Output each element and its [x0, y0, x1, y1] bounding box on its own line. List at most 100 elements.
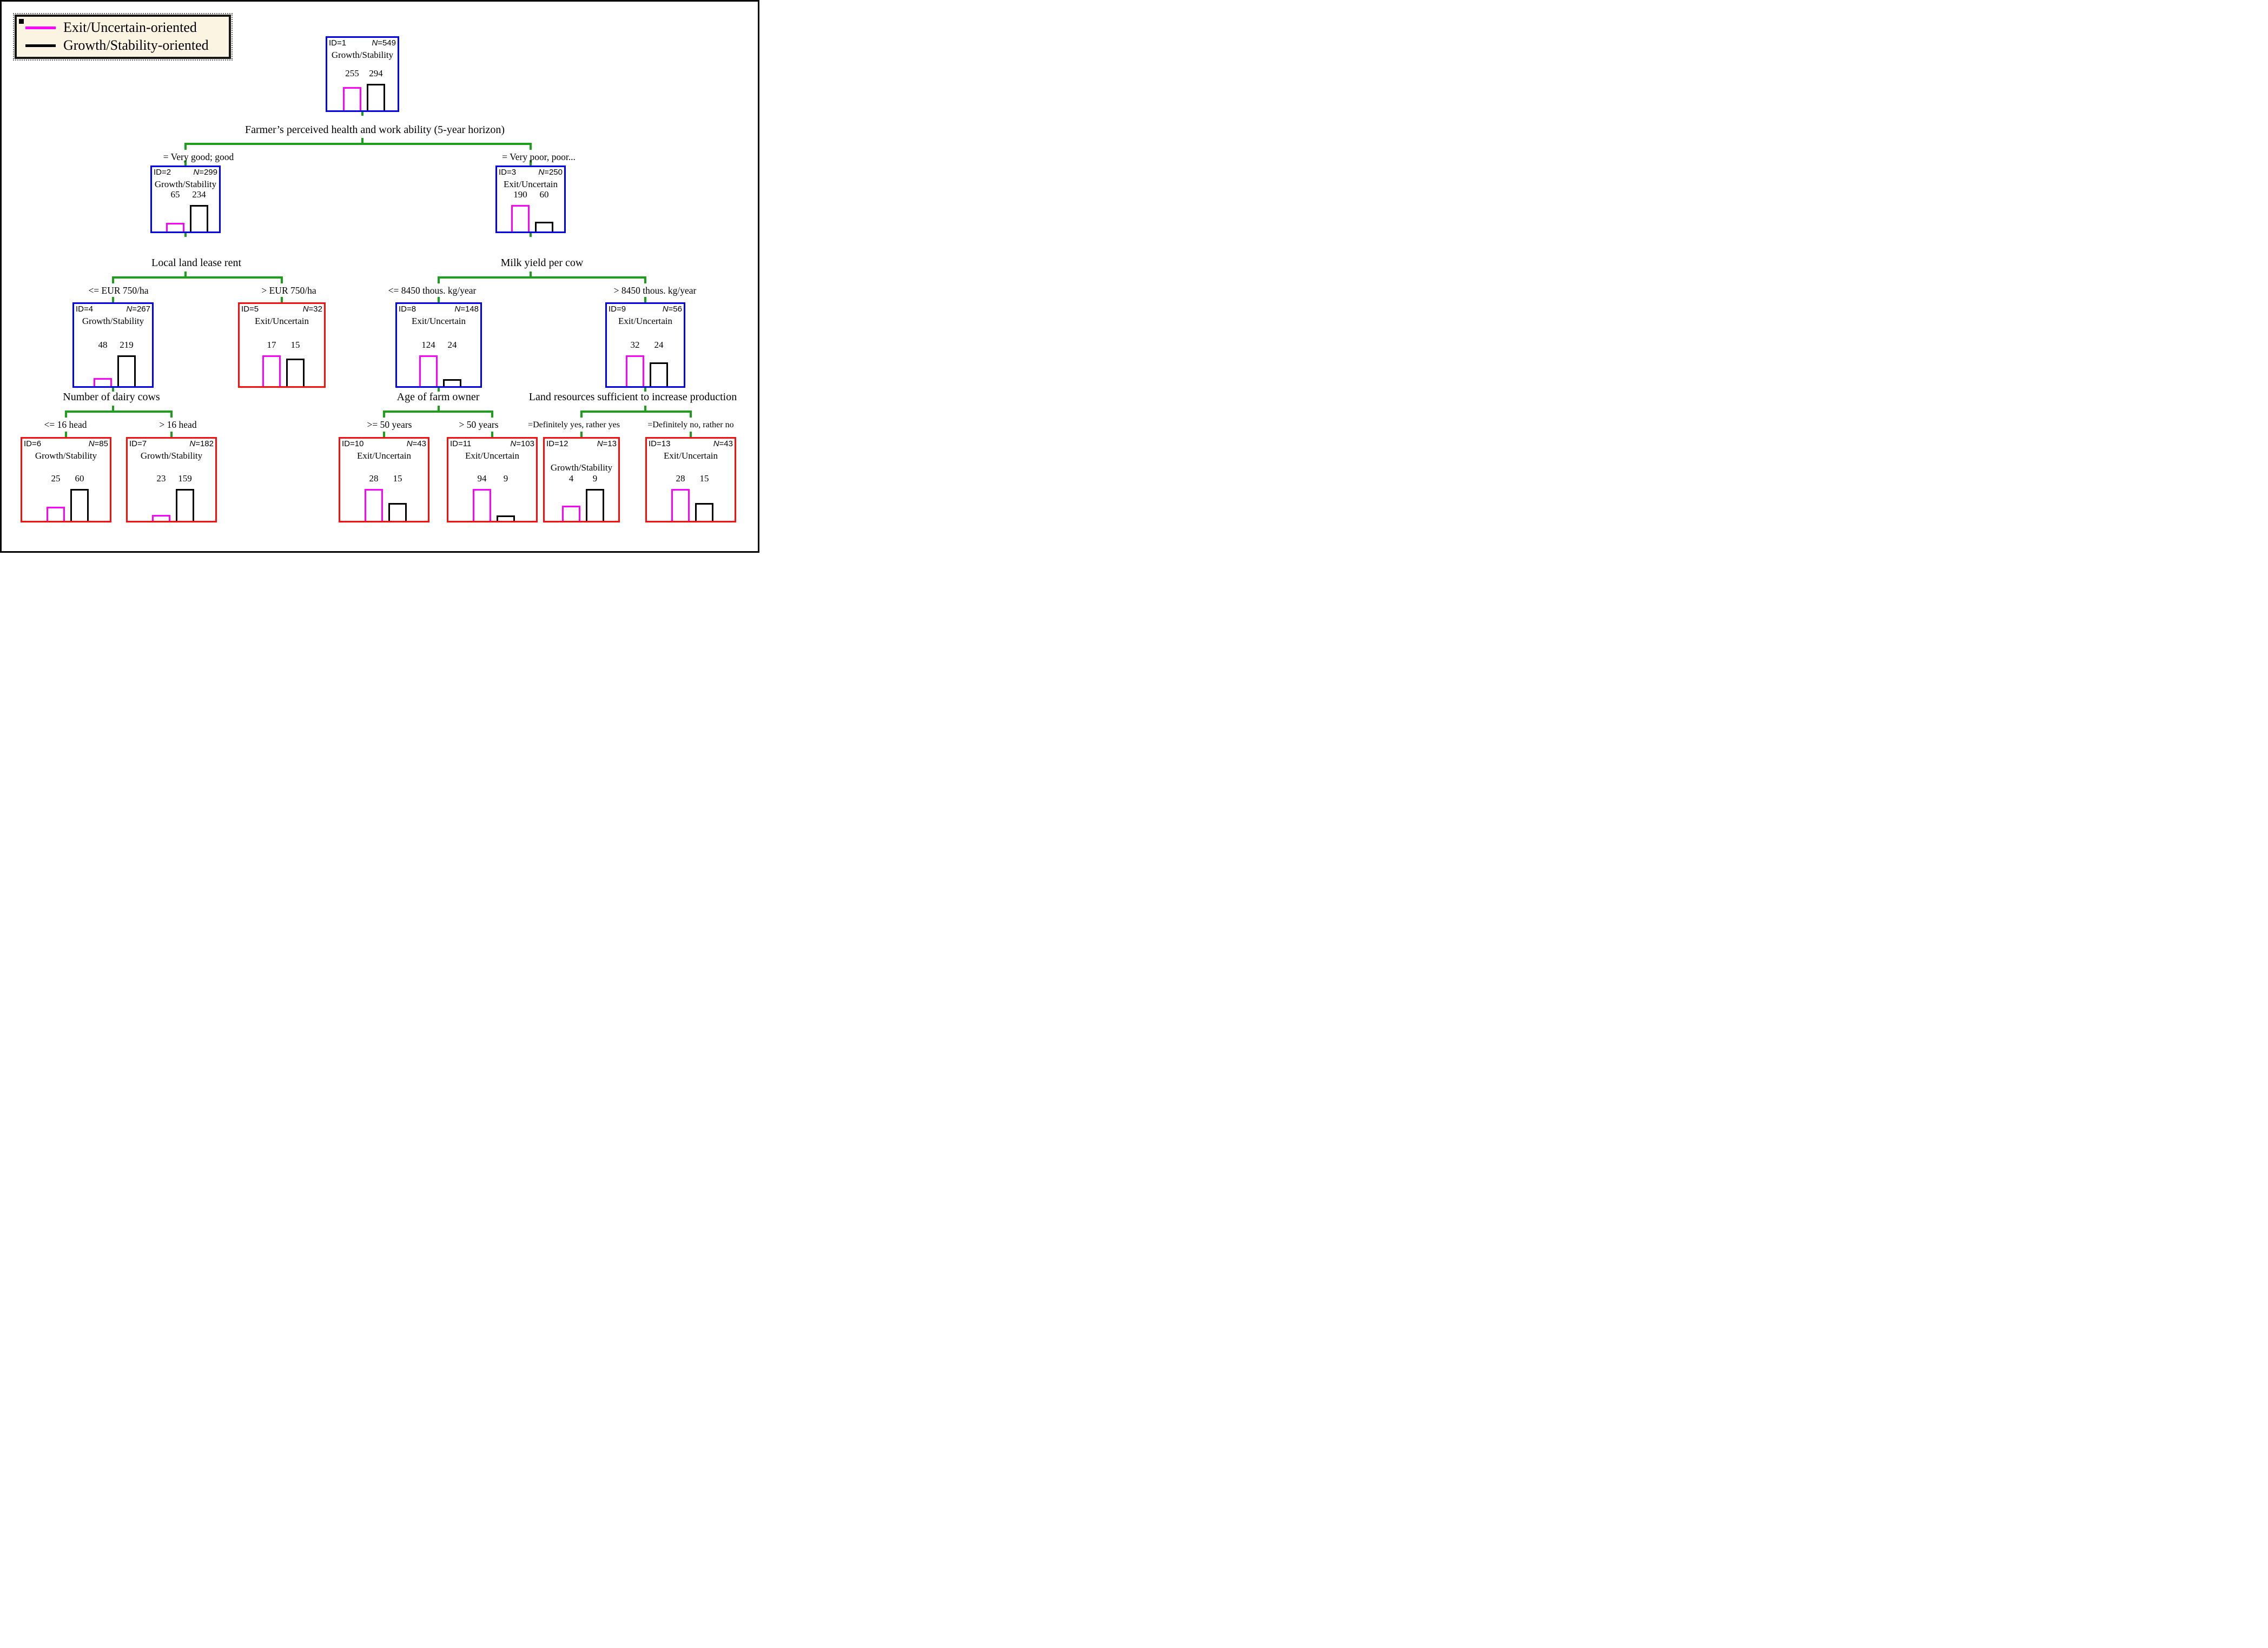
node-count-exit: 255	[345, 68, 359, 78]
node-bar-exit	[671, 489, 690, 521]
node-count-growth: 15	[699, 473, 709, 484]
node-count-exit: 65	[170, 189, 180, 200]
node-id-label: ID=10	[342, 439, 364, 448]
branch-condition-label: <= EUR 750/ha	[88, 285, 149, 296]
node-class-label: Growth/Stability	[82, 316, 144, 326]
split-mid-tick	[438, 406, 440, 411]
node-id-label: ID=7	[129, 439, 147, 448]
node-top-tick	[281, 297, 283, 302]
node-count-exit: 28	[369, 473, 379, 484]
node-class-label: Exit/Uncertain	[618, 316, 673, 326]
node-count-exit: 28	[676, 473, 685, 484]
node-n-label: N=299	[193, 168, 217, 177]
legend-label-growth: Growth/Stability-oriented	[63, 37, 209, 53]
branch-condition-label: > 8450 thous. kg/year	[613, 285, 697, 296]
branch-condition-label: > 50 years	[459, 419, 499, 430]
split-variable-label: Local land lease rent	[151, 257, 242, 269]
node-count-exit: 25	[51, 473, 61, 484]
node-count-exit: 17	[267, 340, 276, 350]
node-bar-growth	[497, 515, 515, 521]
split-variable-label: Land resources sufficient to increase pr…	[528, 391, 737, 403]
split-connector-line	[113, 276, 282, 279]
node-bar-exit	[262, 355, 281, 386]
node-count-growth: 15	[393, 473, 402, 484]
node-top-tick	[644, 297, 646, 302]
legend-corner-handle	[19, 19, 24, 24]
node-class-label: Growth/Stability	[140, 451, 203, 461]
node-id-label: ID=3	[499, 168, 517, 177]
node-top-tick	[438, 297, 440, 302]
node-n-label: N=43	[713, 439, 733, 448]
node-bar-growth	[117, 355, 136, 386]
split-end-tick-left	[65, 411, 67, 418]
node-header: ID=12 N=13	[546, 439, 617, 449]
split-end-tick-left	[383, 411, 385, 418]
node-count-exit: 190	[513, 189, 527, 200]
node-bar-exit	[626, 355, 644, 386]
node-id-label: ID=2	[154, 168, 171, 177]
node-bar-exit	[365, 489, 383, 521]
node-n-label: N=85	[88, 439, 108, 448]
node-n-label: N=267	[126, 305, 150, 314]
node-count-growth: 294	[369, 68, 383, 78]
node-bottom-tick	[644, 388, 646, 392]
node-count-growth: 15	[290, 340, 300, 350]
split-mid-tick	[361, 138, 363, 143]
node-count-growth: 219	[120, 340, 134, 350]
node-class-label: Exit/Uncertain	[411, 316, 466, 326]
split-mid-tick	[112, 406, 114, 411]
node-count-growth: 60	[539, 189, 549, 200]
node-count-growth: 159	[178, 473, 192, 484]
split-connector-line	[186, 143, 531, 145]
node-top-tick	[383, 432, 385, 437]
node-bar-exit	[152, 515, 170, 521]
node-count-exit: 124	[421, 340, 435, 350]
split-connector-line	[66, 411, 171, 413]
node-bar-exit	[166, 223, 184, 231]
node-count-growth: 9	[503, 473, 508, 484]
node-bar-exit	[473, 489, 491, 521]
branch-condition-label: > 16 head	[159, 419, 197, 430]
node-count-growth: 24	[654, 340, 664, 350]
split-end-tick-right	[530, 143, 532, 150]
branch-condition-label: >= 50 years	[367, 419, 412, 430]
split-end-tick-right	[491, 411, 493, 418]
node-header: ID=2 N=299	[154, 168, 217, 177]
node-id-label: ID=5	[241, 305, 259, 314]
node-id-label: ID=9	[609, 305, 626, 314]
split-end-tick-left	[112, 276, 114, 283]
node-bar-growth	[367, 84, 385, 110]
branch-condition-label: > EUR 750/ha	[261, 285, 316, 296]
node-id-label: ID=11	[450, 439, 472, 448]
node-bottom-tick	[112, 388, 114, 392]
split-end-tick-right	[170, 411, 173, 418]
node-bar-exit	[562, 506, 580, 521]
node-id-label: ID=12	[546, 439, 568, 448]
node-count-growth: 9	[592, 473, 598, 484]
node-n-label: N=182	[189, 439, 214, 448]
split-variable-label: Number of dairy cows	[63, 391, 160, 403]
node-top-tick	[690, 432, 692, 437]
split-connector-line	[581, 411, 691, 413]
node-count-growth: 24	[447, 340, 457, 350]
split-mid-tick	[644, 406, 646, 411]
node-bar-growth	[535, 222, 553, 231]
node-bottom-tick	[361, 112, 363, 116]
legend: Exit/Uncertain-oriented Growth/Stability…	[13, 13, 233, 61]
legend-item-exit: Exit/Uncertain-oriented	[25, 19, 197, 36]
node-n-label: N=13	[597, 439, 617, 448]
node-bar-growth	[286, 359, 305, 386]
branch-condition-label: = Very good; good	[163, 151, 234, 162]
node-id-label: ID=8	[399, 305, 416, 314]
node-id-label: ID=4	[76, 305, 94, 314]
